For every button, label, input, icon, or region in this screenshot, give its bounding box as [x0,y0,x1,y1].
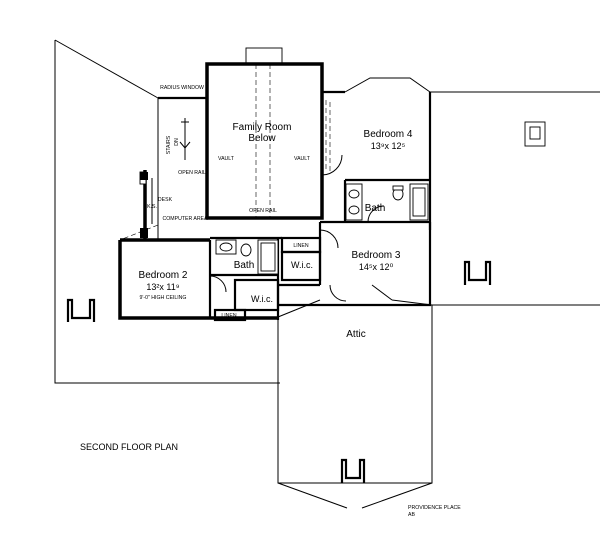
bath-upper-label: Bath [365,203,386,214]
doors [209,154,393,302]
bedroom4-name: Bedroom 4 [364,129,413,140]
bedroom3-dim: 14⁵x 12⁰ [359,262,394,272]
walls [118,62,432,322]
desk-label: DESK [158,197,173,203]
computer-area-label: COMPUTER AREA [163,216,209,222]
attic-label: Attic [346,329,365,340]
wic-lower-label: W.i.c. [251,294,273,304]
vault-right-label: VAULT [294,156,311,162]
linen-upper-label: LINEN [293,243,309,249]
drawing-title: SECOND FLOOR PLAN [80,442,178,452]
roof-outlines [54,39,600,509]
radius-window-label: RADIUS WINDOW [160,85,204,91]
stairs [139,118,191,238]
dashed-lines [119,64,331,241]
linen-lower-label: LINEN [221,313,237,319]
bedroom2-name: Bedroom 2 [139,270,188,281]
bedroom2-dim: 13²x 11⁹ [146,282,179,292]
family-room-label-line1: Family Room [233,122,292,133]
dormers [66,260,492,483]
plan-name: PROVIDENCE PLACE [408,505,461,511]
dn-label: DN [174,138,180,146]
bath-fixtures [215,183,429,275]
open-rail-left-label: OPEN RAIL [178,170,206,176]
bedroom3-name: Bedroom 3 [352,250,401,261]
ks-label: K.S. [147,204,157,210]
family-room-label-line2: Below [248,133,276,144]
plan-code: AB [408,512,415,518]
bath-lower-label: Bath [234,260,255,271]
wic-upper-label: W.i.c. [291,260,313,270]
text-labels: Family Room Below Bedroom 4 13⁹x 12⁵ Bed… [80,85,461,518]
chimneys [245,47,546,147]
bedroom4-dim: 13⁹x 12⁵ [371,141,406,151]
vault-left-label: VAULT [218,156,235,162]
bedroom2-ceiling-note: 9'-0" HIGH CEILING [140,295,187,301]
open-rail-bottom-label: OPEN RAIL [249,208,277,214]
stairs-label: STAIRS [166,135,172,154]
